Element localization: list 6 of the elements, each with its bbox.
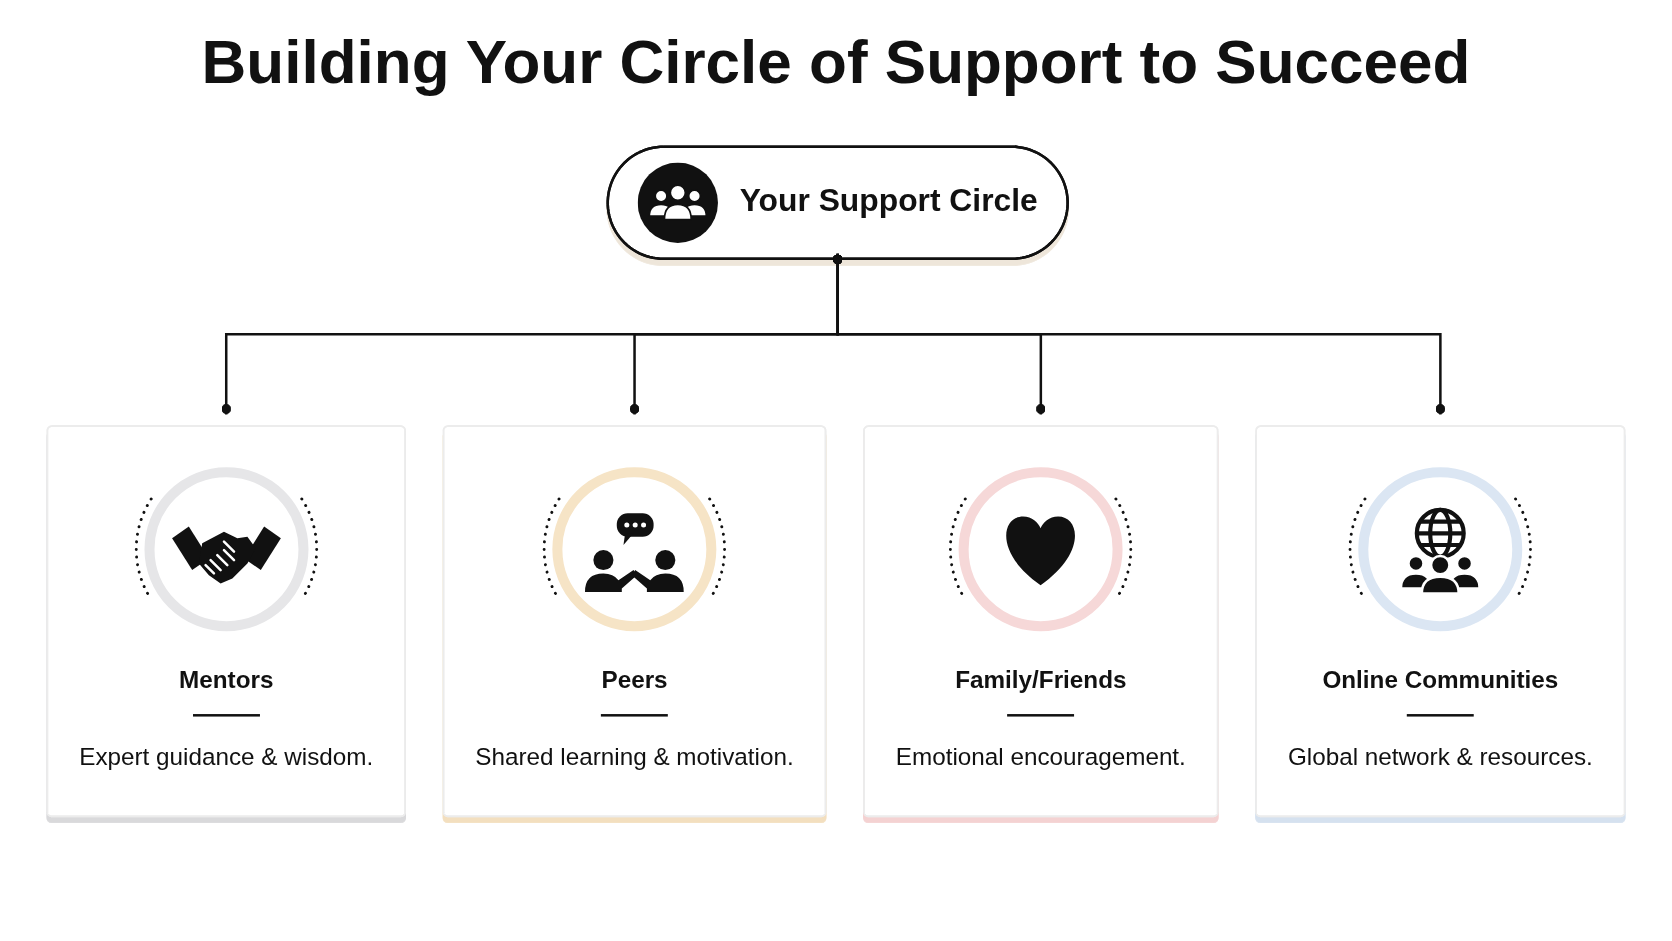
node-text: Peers Shared learning & motivation. — [475, 666, 794, 770]
diagram-title: Building Your Circle of Support to Succeed — [201, 28, 1471, 97]
connector — [832, 253, 1446, 415]
node-text: Mentors Expert guidance & wisdom. — [79, 666, 374, 770]
node-text: Family/Friends Emotional encouragement. — [895, 666, 1186, 770]
node-text: Online Communities Global network & resources. — [1287, 666, 1593, 770]
